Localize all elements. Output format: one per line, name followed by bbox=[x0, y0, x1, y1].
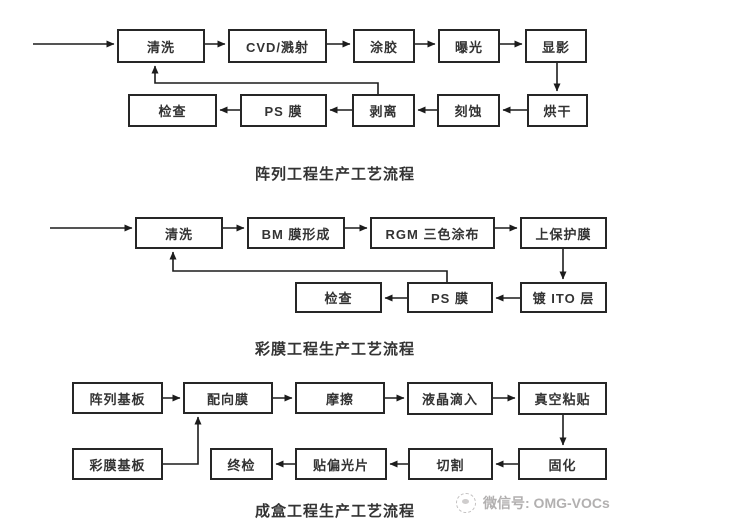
node-label: 涂胶 bbox=[369, 39, 398, 55]
node-rubbing: 摩擦 bbox=[295, 382, 385, 414]
arrow-stripping-return-to-cleaning bbox=[151, 65, 379, 94]
node-array-substrate: 阵列基板 bbox=[72, 382, 163, 414]
arrow-psfilm-return-to-cleaning bbox=[169, 251, 448, 282]
flow-title-array: 阵列工程生产工艺流程 bbox=[254, 166, 415, 183]
node-label: CVD/溅射 bbox=[245, 39, 310, 55]
node-inspection-2: 检查 bbox=[295, 282, 382, 313]
node-label: 真空粘贴 bbox=[534, 392, 591, 407]
node-label: PS 膜 bbox=[431, 291, 469, 306]
flow-title-cell-assembly: 成盒工程生产工艺流程 bbox=[254, 503, 415, 520]
flow-title-color-filter: 彩膜工程生产工艺流程 bbox=[254, 341, 415, 358]
node-label: 阵列基板 bbox=[89, 391, 146, 407]
node-rgb-coating: RGM 三色涂布 bbox=[370, 217, 495, 249]
node-label: 摩擦 bbox=[325, 391, 354, 407]
node-etching: 刻蚀 bbox=[437, 94, 500, 127]
node-label: 切割 bbox=[436, 457, 465, 473]
node-vacuum-bonding: 真空粘贴 bbox=[518, 382, 607, 415]
node-ps-film: PS 膜 bbox=[240, 94, 327, 127]
node-cvd-sputter: CVD/溅射 bbox=[228, 29, 327, 63]
node-alignment-film: 配向膜 bbox=[183, 382, 273, 414]
node-label: 镀 ITO 层 bbox=[532, 291, 595, 306]
node-ps-film-2: PS 膜 bbox=[407, 282, 493, 313]
node-exposure: 曝光 bbox=[438, 29, 500, 63]
node-label: 彩膜基板 bbox=[89, 457, 146, 473]
node-label: BM 膜形成 bbox=[261, 226, 331, 242]
node-cutting: 切割 bbox=[408, 448, 493, 480]
node-curing: 固化 bbox=[518, 448, 607, 480]
node-label: 剥离 bbox=[369, 104, 398, 119]
node-label: 配向膜 bbox=[206, 391, 249, 407]
node-label: 上保护膜 bbox=[535, 226, 592, 242]
arrow-cf-substrate-to-alignment bbox=[163, 416, 202, 465]
node-inspection: 检查 bbox=[128, 94, 217, 127]
node-ito-plating: 镀 ITO 层 bbox=[520, 282, 607, 313]
wechat-badge-icon bbox=[456, 493, 476, 513]
node-label: RGM 三色涂布 bbox=[385, 226, 480, 242]
node-label: 终检 bbox=[227, 457, 256, 473]
node-resist-coating: 涂胶 bbox=[353, 29, 415, 63]
node-label: 清洗 bbox=[164, 226, 193, 242]
node-label: PS 膜 bbox=[264, 104, 303, 119]
node-label: 清洗 bbox=[146, 39, 175, 55]
node-label: 固化 bbox=[548, 457, 577, 473]
node-protective-film: 上保护膜 bbox=[520, 217, 607, 249]
node-label: 检查 bbox=[324, 291, 353, 306]
node-label: 显影 bbox=[541, 39, 570, 55]
node-label: 检查 bbox=[158, 104, 187, 119]
node-label: 液晶滴入 bbox=[421, 392, 478, 407]
node-cleaning: 清洗 bbox=[117, 29, 205, 63]
node-label: 烘干 bbox=[543, 104, 572, 119]
watermark-text: 微信号: OMG-VOCs bbox=[483, 495, 610, 511]
node-bm-film: BM 膜形成 bbox=[247, 217, 345, 249]
node-polarizer-attach: 贴偏光片 bbox=[295, 448, 387, 480]
node-stripping: 剥离 bbox=[352, 94, 415, 127]
node-development: 显影 bbox=[525, 29, 587, 63]
node-lc-dropping: 液晶滴入 bbox=[407, 382, 493, 415]
watermark: 微信号: OMG-VOCs bbox=[456, 493, 610, 513]
node-cleaning-2: 清洗 bbox=[135, 217, 223, 249]
node-label: 曝光 bbox=[454, 39, 483, 55]
node-label: 贴偏光片 bbox=[312, 457, 369, 473]
node-final-inspection: 终检 bbox=[210, 448, 273, 480]
node-cf-substrate: 彩膜基板 bbox=[72, 448, 163, 480]
node-drying: 烘干 bbox=[527, 94, 588, 127]
node-label: 刻蚀 bbox=[454, 104, 483, 119]
